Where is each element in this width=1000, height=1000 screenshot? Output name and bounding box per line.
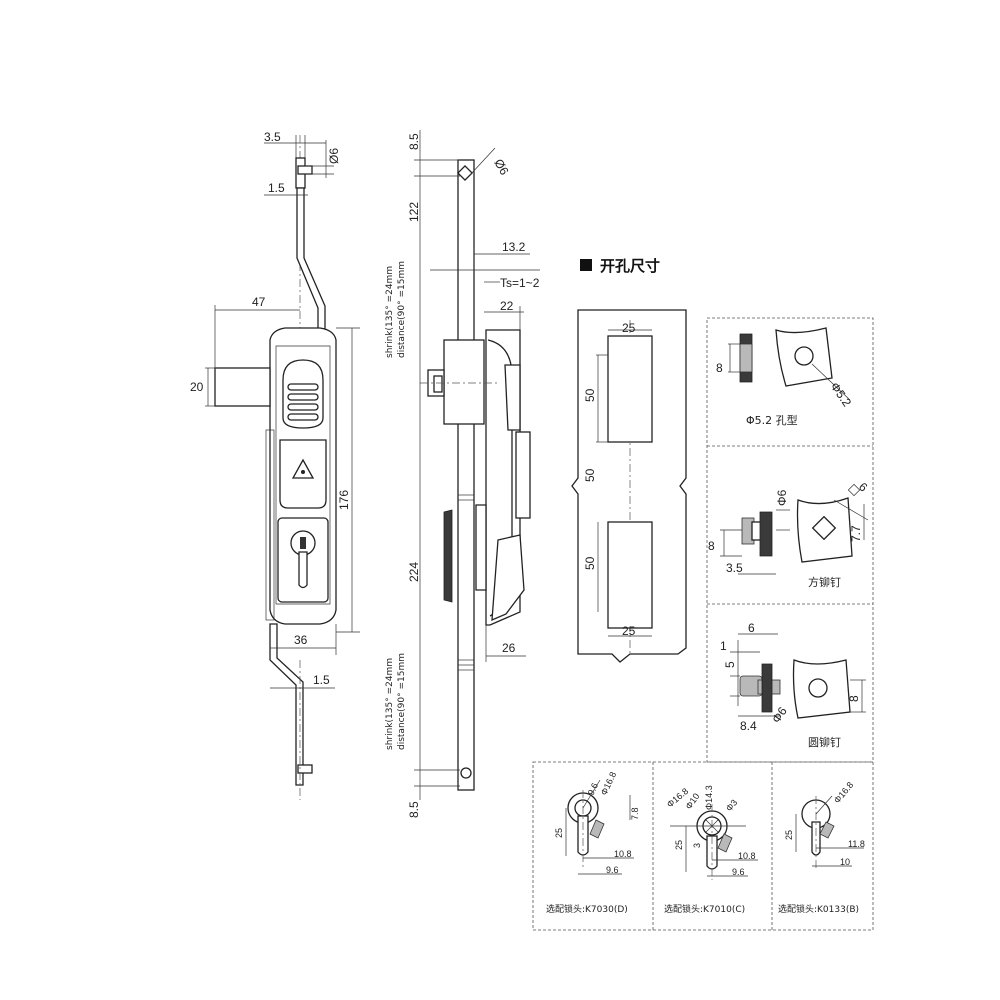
sq-rivet-d6: Φ6 xyxy=(775,489,789,506)
hole-dim-8: 8 xyxy=(716,361,723,375)
square-hole-icon xyxy=(811,515,837,541)
k0133-d11-8: 11.8 xyxy=(848,839,865,849)
k7030-caption: 选配锁头:K7030(D) xyxy=(546,903,628,915)
rnd-rivet-d8-4: 8.4 xyxy=(740,719,757,733)
side-button xyxy=(515,431,531,519)
k0133-phi16-8: Φ16.8 xyxy=(832,780,856,805)
dim-13-2: 13.2 xyxy=(502,240,526,254)
dim-22: 22 xyxy=(500,299,514,313)
cutout-h50-mid: 50 xyxy=(583,468,597,482)
k7030-phi16-8: Φ16.8 xyxy=(599,770,619,797)
cutout-w25-top: 25 xyxy=(622,321,636,335)
dim-26: 26 xyxy=(502,641,516,655)
dim-3-5: 3.5 xyxy=(264,130,281,144)
dim-224: 224 xyxy=(407,562,421,582)
hole-5-2-detail: 8 Φ5.2 Φ5.2 孔型 xyxy=(716,327,855,427)
round-hole-icon xyxy=(808,678,828,698)
round-rivet-detail: 6 1 5 8.4 Φ6 8 圆铆钉 xyxy=(720,621,866,749)
front-view: 3.5 Ø6 1.5 47 20 176 36 1.5 xyxy=(190,130,360,800)
sq-rivet-d7-7: 7.7 xyxy=(849,525,863,542)
dim-122: 122 xyxy=(407,202,421,222)
square-rivet-caption: 方铆钉 xyxy=(808,575,841,589)
side-view: 8.5 Ø6 122 13.2 Ts=1~2 22 shrink(135° =2… xyxy=(385,130,540,818)
k7010-d9-6: 9.6 xyxy=(732,867,745,877)
rnd-rivet-d5: 5 xyxy=(723,661,737,668)
sq-rivet-sq6: 6 xyxy=(856,480,870,495)
k7030-d9-6: 9.6 xyxy=(606,865,619,875)
side-rod xyxy=(457,159,475,791)
lock-options: 9.6 Φ16.8 7.8 25 10.8 9.6 选配锁头:K7030(D) … xyxy=(532,761,874,931)
hole-circle-icon xyxy=(794,346,814,366)
k7010-caption: 选配锁头:K7010(C) xyxy=(664,903,745,915)
dim-d6: Ø6 xyxy=(327,148,341,164)
sq-rivet-d3-5: 3.5 xyxy=(726,561,743,575)
rnd-rivet-d1: 1 xyxy=(720,639,727,653)
k7010-d3: 3 xyxy=(692,843,702,848)
k0133-d10: 10 xyxy=(840,857,850,867)
lock-k0133: Φ16.8 25 11.8 10 选配锁头:K0133(B) xyxy=(778,780,865,915)
k7030-d7-8: 7.8 xyxy=(630,807,640,820)
sq-rivet-d8: 8 xyxy=(708,539,715,553)
dim-side-d6: Ø6 xyxy=(491,157,511,178)
cutout-panel xyxy=(571,309,687,663)
k0133-caption: 选配锁头:K0133(B) xyxy=(778,903,859,915)
warning-triangle-icon xyxy=(291,458,315,479)
dim-47: 47 xyxy=(252,295,266,309)
side-gasket xyxy=(443,509,453,603)
dim-8-5-bottom: 8.5 xyxy=(407,801,421,818)
k7010-phi14-3: Φ14.3 xyxy=(704,785,714,810)
k0133-d25: 25 xyxy=(784,830,794,840)
shrink-note-top-1: shrink(135° =24mm xyxy=(385,266,395,358)
hole-caption: Φ5.2 孔型 xyxy=(746,413,798,427)
k7010-d25: 25 xyxy=(674,840,684,850)
section-marker-icon xyxy=(580,259,592,271)
hole-dia: Φ5.2 xyxy=(828,380,855,410)
cutout-slot-bottom xyxy=(607,521,653,629)
dim-20: 20 xyxy=(190,380,204,394)
k7030-phi9: 9.6 xyxy=(586,781,600,797)
lock-k7010: Φ10 Φ14.3 Φ16.8 Φ3 25 3 10.8 9.6 选配锁头:K7… xyxy=(664,785,758,915)
cutout-title: 开孔尺寸 xyxy=(600,257,660,275)
bottom-rod xyxy=(269,623,304,786)
cutout-w25-bottom: 25 xyxy=(622,624,636,638)
shrink-note-bottom-2: distance(90° =15mm xyxy=(397,653,407,750)
k7030-d25: 25 xyxy=(554,828,564,838)
cutout-slot-top xyxy=(607,335,653,443)
shrink-note-top-2: distance(90° =15mm xyxy=(397,261,407,358)
cutout-h50-top: 50 xyxy=(583,388,597,402)
lock-k7030: 9.6 Φ16.8 7.8 25 10.8 9.6 选配锁头:K7030(D) xyxy=(546,770,640,915)
k7030-d10-8: 10.8 xyxy=(614,849,632,859)
rnd-rivet-d6: 6 xyxy=(748,621,755,635)
rnd-rivet-d8: 8 xyxy=(847,695,861,702)
dim-ts: Ts=1~2 xyxy=(500,276,540,290)
shrink-note-bottom-1: shrink(135° =24mm xyxy=(385,658,395,750)
side-mount-block xyxy=(443,339,485,425)
bottom-rod-pin xyxy=(297,764,313,774)
cutout-section: 开孔尺寸 25 50 50 50 25 xyxy=(571,257,874,763)
dim-8-5-top: 8.5 xyxy=(407,133,421,150)
dim-1-5-top: 1.5 xyxy=(268,181,285,195)
k7010-phi3: Φ3 xyxy=(724,798,739,814)
dim-176: 176 xyxy=(337,490,351,510)
k7010-d10-8: 10.8 xyxy=(738,851,756,861)
round-rivet-caption: 圆铆钉 xyxy=(808,735,841,749)
cutout-h50-bottom: 50 xyxy=(583,556,597,570)
handle-arm xyxy=(214,367,271,407)
top-rod xyxy=(296,187,326,331)
dim-36: 36 xyxy=(294,633,308,647)
square-rivet-detail: Φ6 8 3.5 6 7.7 方铆钉 xyxy=(708,480,870,589)
dim-1-5-bottom: 1.5 xyxy=(313,673,330,687)
top-rod-pin xyxy=(297,165,313,175)
